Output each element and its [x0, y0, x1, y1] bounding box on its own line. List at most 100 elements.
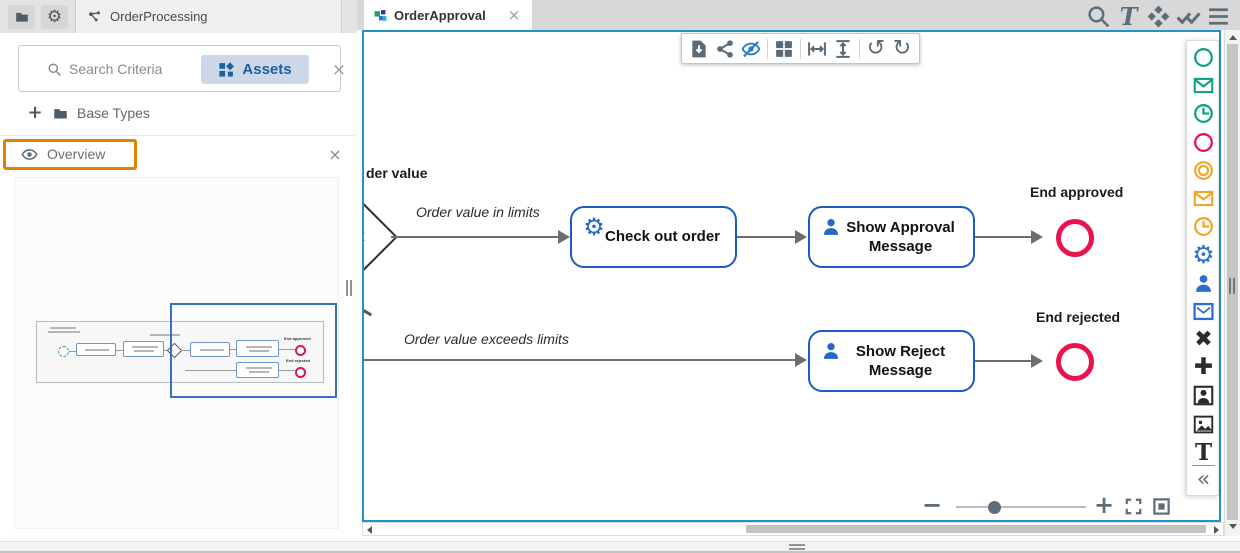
fullscreen-icon[interactable]	[1124, 497, 1143, 516]
status-strip	[0, 541, 1240, 553]
palette-circle-icon[interactable]	[1193, 47, 1214, 68]
double-check-icon[interactable]	[1176, 4, 1201, 29]
scroll-left-icon[interactable]	[367, 526, 372, 534]
vertical-scrollbar[interactable]	[1224, 30, 1240, 536]
panel-splitter-handle[interactable]	[346, 280, 354, 296]
task-show-approval-message[interactable]: Show Approval Message	[808, 206, 975, 268]
arrowhead	[1031, 354, 1043, 368]
hide-overlay-icon[interactable]	[741, 39, 761, 59]
toolbar-separator	[859, 38, 860, 59]
palette-double-circle-icon[interactable]	[1193, 160, 1214, 181]
sequence-flow[interactable]	[364, 359, 796, 361]
minimap-task	[236, 340, 279, 357]
minimap-flow	[279, 370, 295, 371]
search-input[interactable]	[69, 58, 194, 80]
minimap-start-event	[58, 346, 69, 357]
grid-icon[interactable]	[774, 39, 794, 59]
overview-header[interactable]: Overview ×	[0, 139, 355, 171]
user-task-icon	[821, 341, 841, 361]
arrowhead	[795, 353, 807, 367]
palette-image-icon[interactable]	[1193, 414, 1214, 435]
gateway-label: der value	[366, 165, 428, 181]
project-tab-label: OrderProcessing	[110, 9, 208, 24]
symbols-icon[interactable]	[1146, 4, 1171, 29]
zoom-slider-knob[interactable]	[988, 501, 1001, 514]
model-canvas[interactable]: der value ✖ Order value in limits ⚙ Chec…	[362, 30, 1221, 522]
palette-divider	[1192, 465, 1215, 466]
minimap-task	[123, 341, 164, 357]
assets-filter-button[interactable]: Assets	[201, 55, 309, 84]
horizontal-scrollbar[interactable]	[362, 522, 1224, 536]
palette-circle-icon[interactable]	[1193, 132, 1214, 153]
scroll-up-icon[interactable]	[1229, 35, 1237, 40]
bottom-splitter-handle[interactable]	[789, 544, 805, 550]
match-height-icon[interactable]	[833, 39, 853, 59]
palette-envelope-icon[interactable]	[1193, 188, 1214, 209]
minimap-task	[76, 343, 116, 356]
close-overview-icon[interactable]: ×	[328, 145, 342, 164]
collapse-palette-icon[interactable]: «	[1196, 466, 1211, 492]
sequence-flow[interactable]	[391, 236, 559, 238]
menu-icon[interactable]	[1206, 4, 1231, 29]
search-icon[interactable]	[1086, 4, 1111, 29]
zoom-in-icon[interactable]: +	[1093, 491, 1115, 519]
scroll-down-icon[interactable]	[1229, 524, 1237, 529]
h-scroll-thumb[interactable]	[746, 525, 1206, 533]
minimap-flow	[164, 350, 168, 351]
folder-icon[interactable]	[8, 5, 35, 29]
palette-x-marker-icon[interactable]: ✖	[1194, 326, 1213, 352]
gear-icon[interactable]: ⚙	[41, 5, 68, 29]
search-box: Assets ×	[18, 45, 346, 92]
expand-plus-icon[interactable]: +	[27, 102, 43, 123]
end-event-rejected[interactable]	[1056, 343, 1094, 381]
scroll-right-icon[interactable]	[1214, 526, 1219, 534]
project-tab[interactable]: OrderProcessing	[75, 0, 342, 33]
end-event-approved[interactable]	[1056, 219, 1094, 257]
palette-clock-icon[interactable]	[1193, 103, 1214, 124]
palette-envelope-box-icon[interactable]	[1193, 301, 1214, 322]
match-width-icon[interactable]	[807, 39, 827, 59]
palette-user-frame-icon[interactable]	[1193, 385, 1214, 406]
toolbar-separator	[767, 38, 768, 59]
sequence-flow[interactable]	[737, 236, 796, 238]
end-event-label: End rejected	[1036, 309, 1121, 325]
eye-icon	[20, 146, 39, 163]
task-check-out-order[interactable]: ⚙ Check out order	[570, 206, 737, 268]
arrowhead	[1031, 230, 1043, 244]
sequence-flow[interactable]	[975, 360, 1032, 362]
sequence-flow[interactable]	[975, 236, 1032, 238]
file-download-icon[interactable]	[689, 39, 709, 59]
italic-t-icon[interactable]: T	[1119, 1, 1138, 31]
palette-plus-heavy-icon[interactable]: ✚	[1193, 354, 1214, 381]
minimap-text	[50, 327, 76, 329]
palette-clock-icon[interactable]	[1193, 216, 1214, 237]
minimap-flow	[181, 350, 190, 351]
palette-gear-icon[interactable]: ⚙	[1192, 240, 1215, 270]
redo-icon[interactable]: ↻	[892, 35, 912, 61]
task-show-reject-message[interactable]: Show Reject Message	[808, 330, 975, 392]
close-tab-icon[interactable]: ×	[507, 5, 521, 24]
palette-envelope-icon[interactable]	[1193, 75, 1214, 96]
zoom-out-icon[interactable]: −	[921, 491, 943, 519]
palette-text-t-icon[interactable]: T	[1194, 438, 1213, 466]
minimap-end-label: End rejected	[286, 358, 311, 363]
minimap-flow	[116, 350, 123, 351]
task-label: Show Approval Message	[846, 218, 955, 256]
arrowhead	[795, 230, 807, 244]
share-icon[interactable]	[715, 39, 735, 59]
canvas-toolbar: ↺↻	[681, 33, 920, 64]
task-label: Show Reject Message	[855, 342, 946, 380]
tab-order-approval[interactable]: OrderApproval ×	[364, 0, 532, 30]
clear-search-icon[interactable]: ×	[331, 59, 347, 80]
fit-to-screen-icon[interactable]	[1152, 497, 1171, 516]
minimap-viewport[interactable]	[170, 303, 337, 398]
left-panel-header: ⚙ OrderProcessing	[0, 0, 357, 33]
v-scroll-thumb[interactable]	[1227, 44, 1238, 520]
flow-label: Order value in limits	[416, 204, 540, 220]
undo-icon[interactable]: ↺	[866, 35, 886, 61]
tree-row-base-types[interactable]: + Base Types	[0, 98, 357, 130]
palette-user-icon[interactable]	[1193, 273, 1214, 294]
zoom-slider-track[interactable]	[956, 506, 1086, 508]
scrollbar-splitter-handle[interactable]	[1229, 278, 1237, 294]
